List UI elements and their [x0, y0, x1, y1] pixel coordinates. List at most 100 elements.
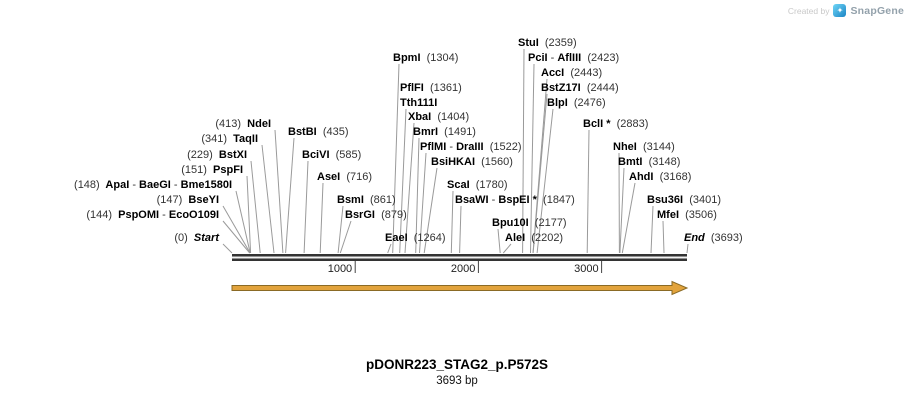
leader-line	[619, 167, 625, 254]
enzyme-label: Bsu36I (3401)	[647, 193, 721, 208]
leader-line	[532, 93, 548, 254]
enzyme-label-line: (148) ApaI - BaeGI - Bme1580I	[74, 179, 232, 191]
enzyme-label: (341) TaqII	[0, 132, 258, 147]
plasmid-title: pDONR223_STAG2_p.P572S	[365, 357, 549, 372]
leader-line	[222, 220, 251, 254]
enzyme-label-line: StuI (2359)	[518, 37, 577, 49]
sequence-bar-stripe	[232, 256, 687, 259]
enzyme-label-line: (147) BseYI	[156, 194, 219, 206]
enzyme-label: BpmI (1304)	[393, 51, 458, 66]
enzyme-label: (0) Start	[0, 231, 219, 246]
plasmid-length: 3693 bp	[436, 375, 478, 387]
enzyme-label-line: PflMI - DraIII (1522)	[420, 141, 522, 153]
enzyme-label-line: BpmI (1304)	[393, 52, 459, 64]
scale-tick-label: 2000	[451, 263, 475, 275]
enzyme-label: BstBI (435)	[288, 125, 349, 140]
leader-line	[522, 48, 525, 254]
leader-line	[250, 160, 261, 254]
leader-line	[337, 205, 344, 254]
enzyme-label-line: (413) NdeI	[215, 118, 271, 130]
enzyme-label-line: BsmI (861)	[337, 194, 396, 206]
leader-line	[450, 190, 454, 254]
enzyme-label-line: AccI (2443)	[541, 67, 603, 79]
leader-line	[319, 182, 324, 254]
enzyme-label-line: Tth111I	[400, 97, 438, 109]
enzyme-label-line: MfeI (3506)	[657, 209, 717, 221]
enzyme-label-line: NheI (3144)	[613, 141, 675, 153]
leader-line	[686, 243, 689, 254]
enzyme-label: AseI (716)	[317, 170, 372, 185]
enzyme-label: BmrI (1491)	[413, 125, 476, 140]
leader-line	[536, 108, 554, 254]
leader-line	[650, 205, 654, 254]
enzyme-label-line: EaeI (1264)	[385, 232, 446, 244]
enzyme-label: MfeI (3506)	[657, 208, 717, 223]
leader-line	[246, 175, 252, 254]
enzyme-label: NheI (3144)	[613, 140, 675, 155]
leader-line	[586, 129, 590, 254]
enzyme-label: BsmI (861)	[337, 193, 396, 208]
enzyme-label-line: AhdI (3168)	[629, 171, 692, 183]
leader-line	[285, 137, 295, 254]
enzyme-label: BsaWI - BspEI * (1847)	[455, 193, 575, 208]
enzyme-label-line: XbaI (1404)	[408, 111, 470, 123]
leader-line	[235, 190, 251, 254]
enzyme-label-line: BmrI (1491)	[413, 126, 476, 138]
enzyme-label: End (3693)	[684, 231, 743, 246]
leader-line	[621, 182, 636, 254]
leader-line	[399, 108, 407, 254]
enzyme-label-line: BmtI (3148)	[618, 156, 681, 168]
enzyme-label: (151) PspFI	[0, 163, 243, 178]
enzyme-label: StuI (2359)	[518, 36, 577, 51]
enzyme-label: PflMI - DraIII (1522)	[420, 140, 522, 155]
enzyme-label: BmtI (3148)	[618, 155, 680, 170]
scale-tick-label: 1000	[328, 263, 352, 275]
leader-line	[415, 137, 420, 254]
snapgene-brand-text: SnapGene	[850, 4, 904, 17]
enzyme-label-line: BstZ17I (2444)	[541, 82, 619, 94]
enzyme-label-line: BsiHKAI (1560)	[431, 156, 513, 168]
enzyme-label-line: BsrGI (879)	[345, 209, 407, 221]
leader-line	[502, 243, 512, 254]
enzyme-label: (148) ApaI - BaeGI - Bme1580I	[0, 178, 232, 193]
leader-line	[459, 205, 462, 254]
enzyme-label: BciVI (585)	[302, 148, 361, 163]
enzyme-label-line: ScaI (1780)	[447, 179, 508, 191]
leader-line	[497, 228, 501, 254]
enzyme-label-line: Bpu10I (2177)	[492, 217, 567, 229]
enzyme-label: (144) PspOMI - EcoO109I	[0, 208, 219, 223]
enzyme-label: BsrGI (879)	[345, 208, 407, 223]
enzyme-label: ScaI (1780)	[447, 178, 508, 193]
title-block: pDONR223_STAG2_p.P572S 3693 bp	[0, 357, 914, 387]
enzyme-label: BclI * (2883)	[583, 117, 648, 132]
enzyme-label-line: BclI * (2883)	[583, 118, 649, 130]
enzyme-label: BsiHKAI (1560)	[431, 155, 513, 170]
leader-line	[404, 122, 415, 254]
enzyme-label-line: (144) PspOMI - EcoO109I	[86, 209, 219, 221]
enzyme-label-line: Bsu36I (3401)	[647, 194, 721, 206]
snapgene-credit: Created by ✦ SnapGene	[788, 4, 904, 17]
enzyme-label: BstZ17I (2444)	[541, 81, 619, 96]
feature-arrow	[231, 280, 689, 296]
enzyme-label-line: (341) TaqII	[201, 133, 258, 145]
enzyme-label-line: PflFI (1361)	[400, 82, 462, 94]
enzyme-label: AhdI (3168)	[629, 170, 691, 185]
enzyme-label-line: BstBI (435)	[288, 126, 349, 138]
leader-line	[303, 160, 309, 254]
enzyme-label-line: End (3693)	[684, 232, 743, 244]
leader-line	[222, 243, 233, 254]
enzyme-label-line: AleI (2202)	[505, 232, 564, 244]
enzyme-label-line: (229) BstXI	[187, 149, 247, 161]
leader-line	[419, 152, 427, 254]
enzyme-label: PflFI (1361) Tth111I	[400, 81, 462, 111]
leader-line	[423, 167, 438, 254]
enzyme-label: BlpI (2476)	[547, 96, 606, 111]
enzyme-label: AccI (2443)	[541, 66, 602, 81]
enzyme-label-line: BsaWI - BspEI * (1847)	[455, 194, 575, 206]
enzyme-label-line: PciI - AflIII (2423)	[528, 52, 620, 64]
enzyme-label-line: AseI (716)	[317, 171, 373, 183]
enzyme-label: PciI - AflIII (2423)	[528, 51, 619, 66]
snapgene-logo-icon: ✦	[833, 4, 847, 17]
